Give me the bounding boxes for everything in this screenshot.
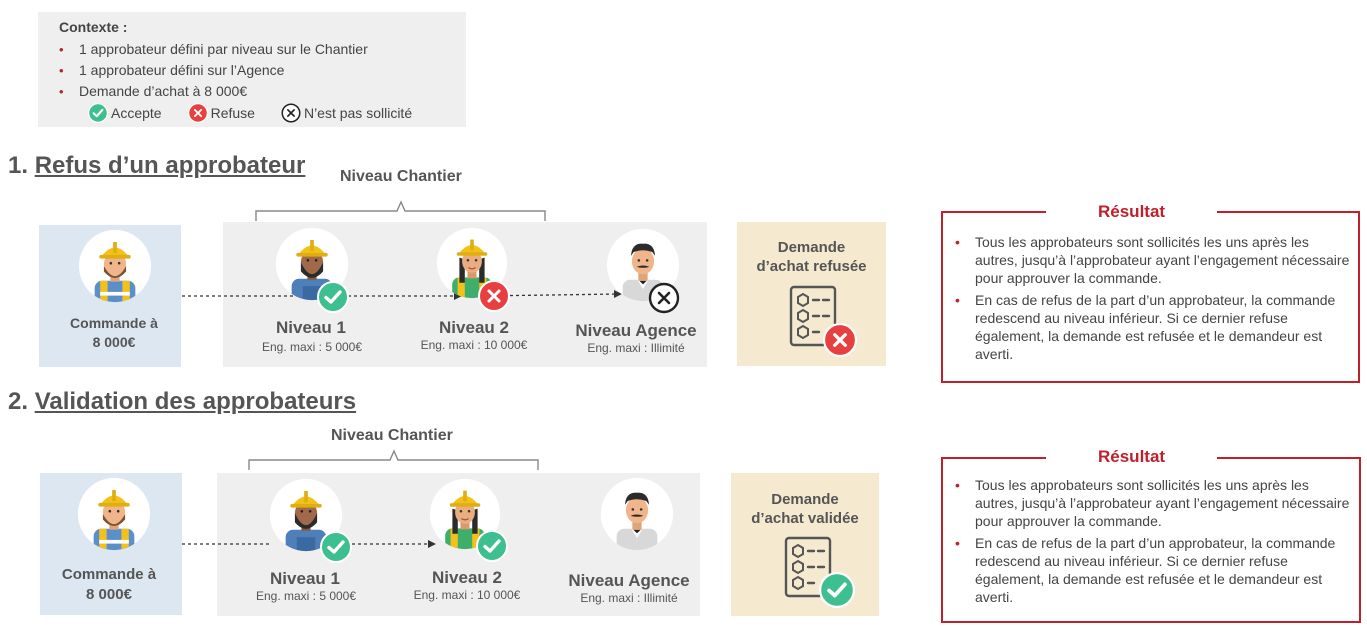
context-title: Contexte : (59, 19, 128, 35)
section2-level1-limit: Eng. maxi : 5 000€ (255, 589, 357, 603)
command-line-1: Commande à (70, 315, 158, 331)
section2-niveau-chantier: Niveau Chantier (331, 427, 453, 444)
section1-agence-name: Niveau Agence (575, 321, 697, 340)
section2-agence-name: Niveau Agence (568, 571, 690, 590)
not-requested-icon (648, 282, 680, 314)
section1-number: 1. (8, 152, 29, 179)
section1-command-text: Commande à 8 000€ (39, 314, 189, 352)
section2-resultat-list: Tous les approbateurs sont sollicités le… (955, 476, 1355, 610)
legend-not-requested: N’est pas sollicité (281, 103, 412, 123)
section2-title-text: Validation des approbateurs (34, 388, 357, 415)
section2-title: 2. Validation des approbateurs (8, 388, 356, 416)
section1-niveau-chantier: Niveau Chantier (340, 168, 462, 185)
section2-resultat-title: Résultat (1046, 447, 1218, 467)
context-list: 1 approbateur défini par niveau sur le C… (59, 39, 368, 102)
section1-result-box: Demande d’achat refusée (737, 222, 886, 366)
legend-refuse-label: Refuse (210, 105, 255, 121)
section1-level2-limit: Eng. maxi : 10 000€ (420, 338, 528, 352)
section1-flow-arrows (182, 290, 622, 300)
section2-agence-limit: Eng. maxi : Illimité (580, 591, 678, 605)
refuse-cross-icon (478, 280, 510, 312)
resultat-item: En cas de refus de la part d’un approbat… (955, 534, 1355, 606)
refuse-icon (188, 103, 208, 123)
section1-level1-name: Niveau 1 (276, 318, 346, 337)
refused-cross-icon (823, 323, 857, 357)
context-box: Contexte : 1 approbateur défini par nive… (38, 12, 466, 127)
context-item: Demande d’achat à 8 000€ (59, 81, 368, 102)
section2-number: 2. (8, 388, 29, 415)
result-line-1: Demande (771, 491, 839, 508)
command-line-2: 8 000€ (92, 334, 136, 350)
legend-not-requested-label: N’est pas sollicité (303, 105, 413, 121)
section1-resultat-list: Tous les approbateurs sont sollicités le… (955, 233, 1350, 367)
section2-command-text: Commande à 8 000€ (34, 565, 184, 605)
section2-brace (248, 449, 539, 470)
manager-avatar-icon (600, 477, 674, 551)
command-line-1: Commande à (61, 566, 157, 583)
section2-level1-name: Niveau 1 (270, 569, 340, 588)
legend: Accepte Refuse N’est pas sollicité (88, 103, 438, 123)
result-line-2: d’achat validée (751, 510, 859, 527)
section1-level2-name: Niveau 2 (439, 318, 509, 337)
result-line-2: d’achat refusée (756, 258, 867, 275)
resultat-item: Tous les approbateurs sont sollicités le… (955, 233, 1350, 287)
context-item: 1 approbateur défini sur l’Agence (59, 60, 368, 81)
resultat-item: Tous les approbateurs sont sollicités le… (955, 476, 1355, 530)
legend-accept-label: Accepte (111, 105, 162, 121)
not-requested-icon (281, 103, 301, 123)
section1-resultat-title: Résultat (1046, 202, 1218, 222)
accept-check-icon (476, 530, 508, 562)
legend-accept: Accepte (88, 103, 162, 123)
accept-check-icon (317, 281, 349, 313)
worker-avatar-icon (77, 477, 151, 551)
resultat-item: En cas de refus de la part d’un approbat… (955, 291, 1350, 363)
section1-agence-limit: Eng. maxi : Illimité (587, 341, 685, 355)
result-line-1: Demande (777, 239, 846, 256)
legend-refuse: Refuse (188, 103, 255, 123)
section1-level1-limit: Eng. maxi : 5 000€ (261, 340, 363, 354)
section1-title-text: Refus d’un approbateur (34, 152, 306, 179)
context-item: 1 approbateur défini par niveau sur le C… (59, 39, 368, 60)
section2-level2-limit: Eng. maxi : 10 000€ (413, 588, 521, 602)
section1-title: 1. Refus d’un approbateur (8, 152, 305, 180)
section2-level2-name: Niveau 2 (432, 568, 502, 587)
section1-brace (255, 200, 546, 221)
accept-check-icon (320, 531, 352, 563)
check-icon (88, 103, 108, 123)
validated-check-icon (819, 572, 855, 608)
command-line-2: 8 000€ (86, 586, 132, 603)
worker-avatar-icon (78, 229, 152, 303)
